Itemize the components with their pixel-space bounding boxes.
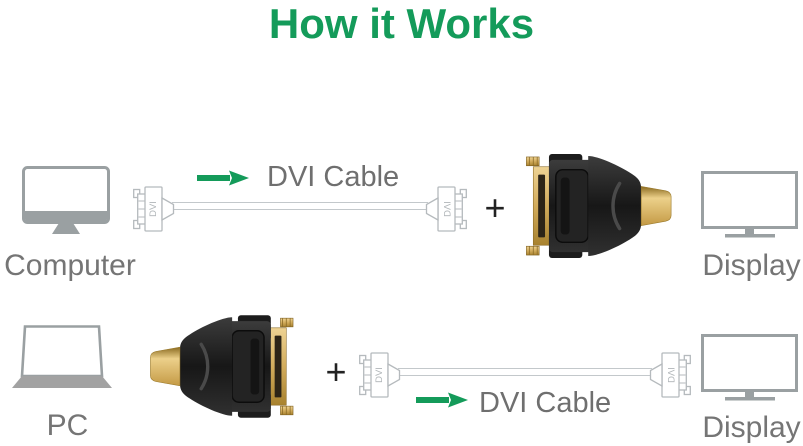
pc-label: PC <box>46 409 89 442</box>
connector-dvi-text: DVI <box>665 367 676 383</box>
cable-line <box>172 202 428 210</box>
arrow-right-icon <box>197 170 249 186</box>
page-title: How it Works <box>268 0 535 47</box>
computer-monitor-icon <box>22 166 112 236</box>
dvi-connector-right: DVI <box>649 352 691 398</box>
pc-laptop-icon <box>11 325 113 391</box>
computer-label: Computer <box>4 249 136 282</box>
display-label: Display <box>702 249 801 282</box>
dvi-connector-left: DVI <box>359 352 401 398</box>
dvi-hdmi-adapter-photo <box>525 154 673 258</box>
display-label: Display <box>702 411 801 444</box>
plus-sign: + <box>325 351 347 392</box>
plus-sign: + <box>484 187 506 228</box>
dvi-connector-left: DVI <box>133 186 175 232</box>
connector-dvi-text: DVI <box>374 367 385 383</box>
cable-line <box>398 368 652 376</box>
display-monitor-icon <box>701 171 799 239</box>
dvi-cable-label: DVI Cable <box>267 161 400 193</box>
dvi-cable-label: DVI Cable <box>479 387 612 419</box>
dvi-connector-right: DVI <box>425 186 467 232</box>
connector-dvi-text: DVI <box>441 201 452 217</box>
display-monitor-icon <box>701 334 799 402</box>
arrow-right-icon <box>416 392 468 408</box>
hdmi-dvi-adapter-photo <box>149 315 294 418</box>
connector-dvi-text: DVI <box>148 201 159 217</box>
